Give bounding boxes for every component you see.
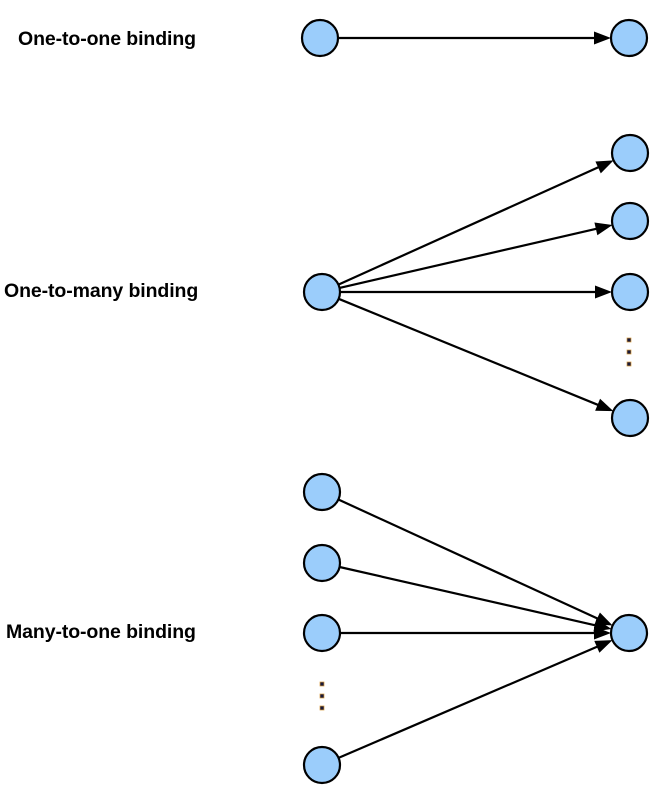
node-mto-tgt-1[interactable] xyxy=(609,613,649,653)
row-label-many-to-one: Many-to-one binding xyxy=(6,621,196,643)
ellipsis-many-to-one xyxy=(319,681,325,711)
ellipsis-layer xyxy=(319,337,632,711)
edge-one-to-many-4 xyxy=(338,297,614,412)
arrowhead-one-to-many-3 xyxy=(595,285,612,299)
edges-layer xyxy=(337,31,614,759)
arrowhead-many-to-one-3 xyxy=(594,626,611,640)
arrowhead-one-to-many-1 xyxy=(595,160,614,174)
edge-one-to-many-1 xyxy=(337,160,614,286)
edge-one-to-one-1 xyxy=(338,31,611,45)
edge-one-to-many-3 xyxy=(340,285,612,299)
node-oto-tgt-1[interactable] xyxy=(609,18,649,58)
node-oto-src-1[interactable] xyxy=(300,18,340,58)
arrowhead-one-to-many-2 xyxy=(594,222,613,236)
node-mto-src-4[interactable] xyxy=(302,745,342,785)
edge-one-to-many-2 xyxy=(339,222,613,290)
arrowhead-many-to-one-4 xyxy=(594,640,613,653)
row-label-one-to-one: One-to-one binding xyxy=(18,28,196,50)
node-otm-tgt-1[interactable] xyxy=(610,133,650,173)
node-otm-tgt-4[interactable] xyxy=(610,398,650,438)
edge-many-to-one-3 xyxy=(340,626,611,640)
node-mto-src-1[interactable] xyxy=(302,472,342,512)
node-otm-tgt-2[interactable] xyxy=(610,201,650,241)
nodes-layer xyxy=(300,18,650,785)
edge-many-to-one-2 xyxy=(339,565,612,632)
node-mto-src-2[interactable] xyxy=(302,543,342,583)
node-mto-src-3[interactable] xyxy=(302,613,342,653)
node-otm-tgt-3[interactable] xyxy=(610,272,650,312)
ellipsis-one-to-many xyxy=(626,337,632,367)
arrowhead-one-to-one-1 xyxy=(594,31,611,45)
edge-many-to-one-4 xyxy=(338,640,613,759)
row-label-one-to-many: One-to-many binding xyxy=(4,280,198,302)
arrowhead-one-to-many-4 xyxy=(595,398,614,412)
edge-many-to-one-1 xyxy=(337,498,613,626)
node-otm-src-1[interactable] xyxy=(302,272,342,312)
